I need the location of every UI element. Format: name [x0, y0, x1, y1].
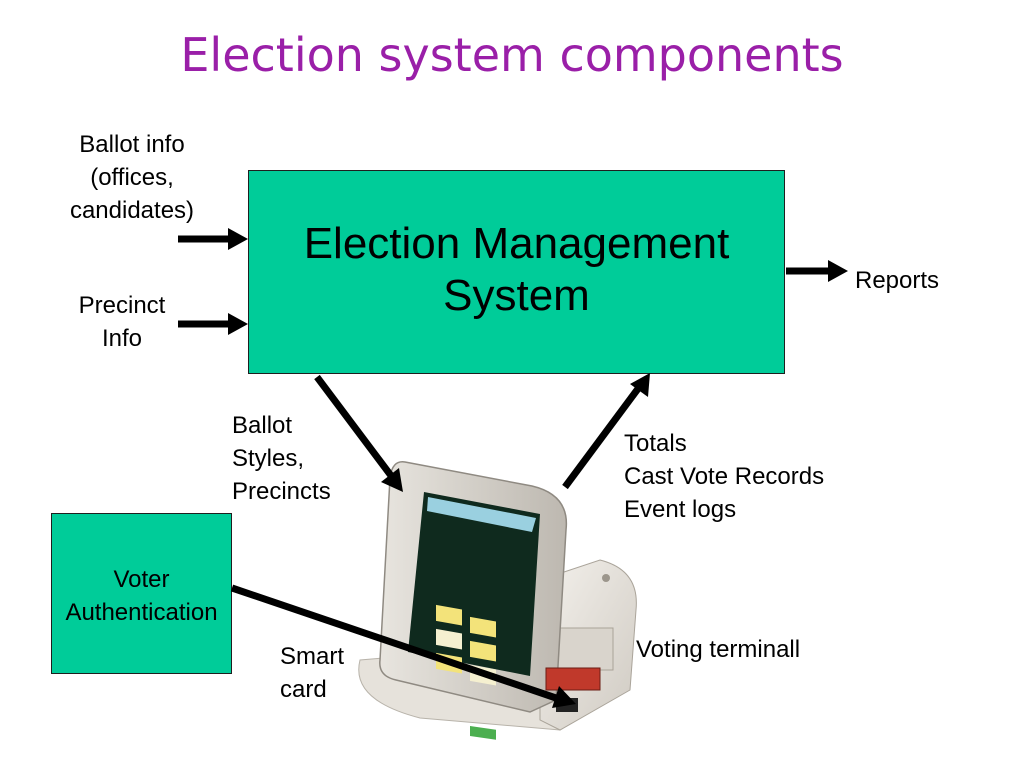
results-line-1: Totals — [624, 430, 687, 457]
voting-terminal-label: Voting terminall — [636, 636, 801, 663]
precinct-info-label: Precinct Info — [62, 289, 182, 355]
reports-arrowhead — [828, 260, 848, 282]
results-label: Totals Cast Vote Records Event logs — [624, 427, 824, 526]
voter-auth-line-2: Authentication — [65, 599, 218, 626]
page-title: Election system components — [180, 28, 844, 82]
ems-label-line-2: System — [443, 271, 590, 320]
ballot-styles-line-3: Precincts — [232, 478, 331, 505]
reports-label: Reports — [855, 267, 940, 294]
ballot-cell — [436, 628, 462, 650]
ballot-info-label: Ballot info (offices, candidates) — [52, 128, 212, 227]
smart-card-label: Smart card — [280, 640, 344, 706]
smart-card-arrowhead — [552, 686, 576, 708]
precinct-info-line-1: Precinct — [78, 292, 166, 319]
ballot-styles-line-1: Ballot — [232, 412, 293, 439]
ballot-styles-line-2: Styles, — [232, 445, 305, 472]
results-line-2: Cast Vote Records — [624, 463, 825, 490]
card-reader-panel — [545, 667, 601, 691]
ballot-info-line-2: (offices, — [90, 164, 174, 191]
ballot-cell — [436, 604, 462, 626]
results-line-3: Event logs — [624, 496, 737, 523]
voting-terminal-illustration — [358, 461, 637, 740]
precinct-info-line-2: Info — [101, 325, 143, 352]
ems-to-terminal-arrowhead — [381, 468, 403, 492]
ems-label-line-1: Election Management — [303, 219, 730, 268]
ballot-cell — [470, 640, 496, 662]
ems-to-terminal-arrow — [314, 374, 395, 480]
ballot-info-line-1: Ballot info — [79, 131, 185, 158]
ems-box — [248, 170, 785, 374]
smart-card-line-1: Smart — [280, 643, 345, 670]
ballot-cell — [470, 616, 496, 638]
ballot-styles-label: Ballot Styles, Precincts — [232, 409, 331, 508]
arrowheads — [228, 228, 848, 708]
ballot-info-arrowhead — [228, 228, 248, 250]
ems-label: Election Management System — [248, 218, 785, 322]
terminal-to-ems-arrowhead — [630, 373, 650, 397]
smart-card-arrow — [230, 584, 558, 702]
terminal-to-ems-arrow — [562, 383, 643, 490]
ballot-info-line-3: candidates) — [69, 197, 195, 224]
voter-auth-label: Voter Authentication — [51, 563, 232, 629]
screen-green-button — [470, 726, 496, 740]
precinct-info-arrowhead — [228, 313, 248, 335]
smart-card-line-2: card — [280, 676, 327, 703]
arrows — [178, 235, 832, 702]
voter-auth-line-1: Voter — [113, 566, 170, 593]
voter-auth-box — [51, 513, 232, 674]
